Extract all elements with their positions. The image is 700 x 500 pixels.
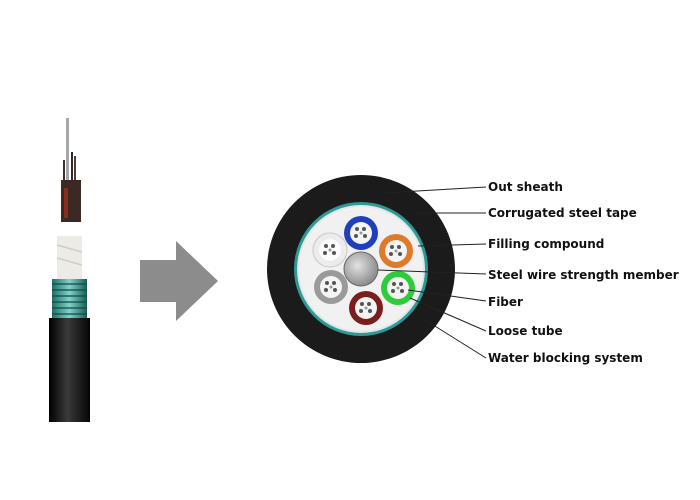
leader-loose-tube — [409, 297, 487, 332]
cable-outer-sheath — [49, 318, 90, 422]
steel-wire-center — [343, 251, 379, 287]
label-loose-tube: Loose tube — [488, 324, 563, 338]
fibers — [323, 227, 404, 313]
label-water-blocking-system: Water blocking system — [488, 351, 643, 365]
leader-out-sheath — [382, 186, 487, 194]
label-corrugated-steel-tape: Corrugated steel tape — [488, 206, 637, 220]
label-steel-wire-strength-member: Steel wire strength member — [488, 268, 679, 282]
cable-steel-wire-end — [66, 118, 69, 218]
leader-steel-wire — [377, 269, 487, 275]
leader-lines — [377, 186, 487, 359]
leader-fiber — [407, 289, 487, 302]
right-arrow-icon — [140, 241, 218, 321]
label-fiber: Fiber — [488, 295, 523, 309]
leader-water-blocking — [421, 317, 487, 359]
cable-cross-section — [267, 175, 455, 363]
label-filling-compound: Filling compound — [488, 237, 605, 251]
cable-water-blocking-tape — [57, 236, 82, 280]
label-out-sheath: Out sheath — [488, 180, 563, 194]
cable-loose-tube-red — [64, 188, 68, 218]
stripped-cable — [49, 118, 90, 422]
leader-filling-compound — [417, 243, 487, 247]
cable-corrugated-steel-tape — [52, 279, 87, 319]
